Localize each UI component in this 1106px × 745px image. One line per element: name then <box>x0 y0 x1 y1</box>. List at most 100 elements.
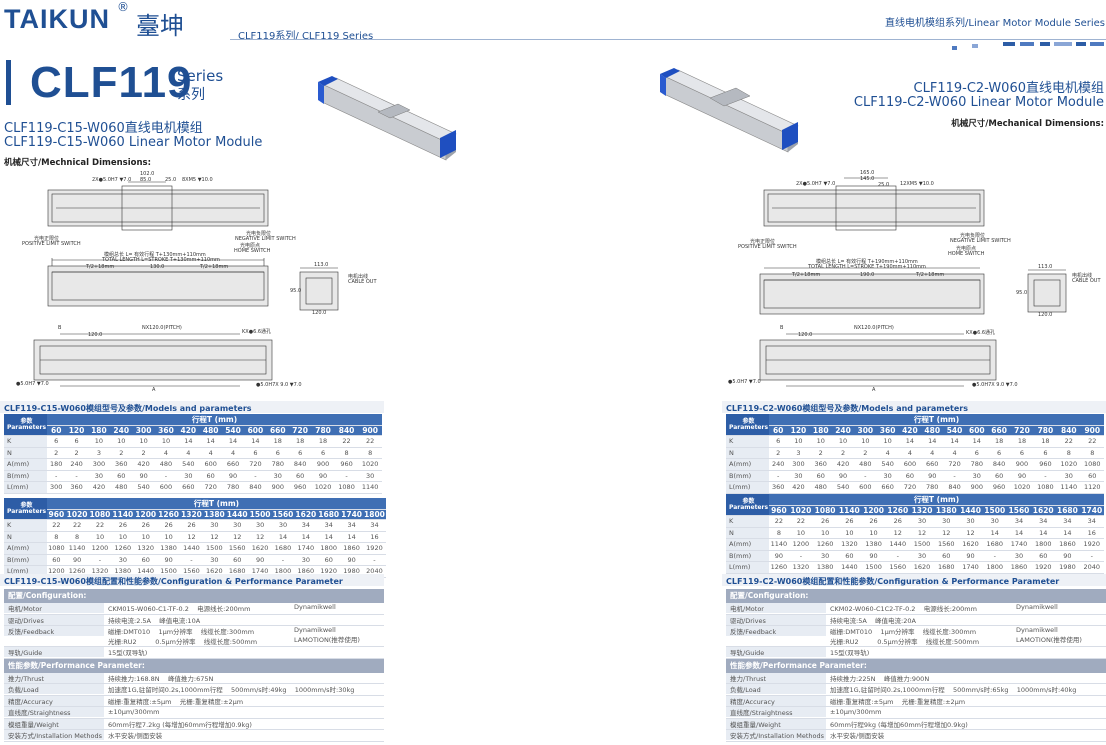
right-side-w: 113.0 <box>1038 264 1053 270</box>
stroke-cell: 120 <box>65 425 88 436</box>
stroke-cell: 1380 <box>202 509 226 520</box>
stroke-cell: 180 <box>809 425 832 436</box>
table-cell: 90 <box>248 554 272 566</box>
stroke-cell: 1620 <box>294 509 318 520</box>
table-cell: 30 <box>225 519 249 532</box>
table-cell: 30 <box>909 550 935 562</box>
table-cell: 300 <box>47 481 66 494</box>
table-cell: 1920 <box>1031 561 1056 574</box>
table-cell: - <box>854 470 877 482</box>
table-cell: 360 <box>110 458 133 471</box>
config-value-part: 持续电流:5A 峰值电流:20A <box>830 616 916 625</box>
stroke-cell: 840 <box>334 425 359 436</box>
performance-value: ±10μm/300mm <box>104 708 384 716</box>
right-side-h: 95.0 <box>1016 290 1028 296</box>
table-cell: 90 <box>65 554 89 566</box>
table-cell: 8 <box>65 531 89 543</box>
stroke-cell: 1080 <box>88 509 112 520</box>
left-neg-cn: 光电负限位 <box>246 231 272 237</box>
stroke-cell: 600 <box>244 425 267 436</box>
table-cell: 26 <box>157 519 181 532</box>
performance-key: 精度/Accuracy <box>726 695 826 706</box>
right-b: B <box>780 325 784 331</box>
stroke-cell: 1680 <box>1055 505 1080 516</box>
stroke-cell: 1200 <box>134 509 158 520</box>
table-cell: 180 <box>47 458 66 471</box>
table-cell: 26 <box>180 519 203 532</box>
table-cell: 780 <box>921 481 944 494</box>
table-cell: 1440 <box>837 561 862 574</box>
table-cell: 2 <box>769 447 788 459</box>
config-key: 反馈/Feedback <box>726 626 826 636</box>
left-title-en: CLF119-C15-W060 Linear Motor Module <box>4 135 263 150</box>
table-cell: 10 <box>876 435 899 448</box>
table-cell: 1500 <box>909 538 935 551</box>
right-pos-cn: 光电正限位 <box>750 239 776 245</box>
row-label: B(mm) <box>4 470 48 482</box>
right-bot-left: ●5.0H7 ▼7.0 <box>728 379 761 385</box>
right-len-en: TOTAL LENGTH L=STROKE T+190mm+110mm <box>808 264 926 270</box>
table-cell: 10 <box>134 531 158 543</box>
table-cell: 30 <box>87 470 111 482</box>
table-cell: 14 <box>294 531 318 543</box>
table-cell: 960 <box>288 481 312 494</box>
row-label: N <box>4 531 48 543</box>
left-cable-cn: 电机出线 <box>348 274 369 280</box>
performance-value: ±10μm/300mm <box>826 708 1106 716</box>
series-label-left: CLF119系列/ CLF119 Series <box>238 31 374 42</box>
right-cfg-bg <box>722 574 1106 586</box>
performance-value: 60mm行程7.2kg (每增加60mm行程增加0.9kg) <box>104 719 384 729</box>
table-cell: 2 <box>47 447 66 459</box>
table-cell: 1920 <box>1079 538 1104 551</box>
table-cell: 1740 <box>958 561 983 574</box>
left-b: B <box>58 325 62 331</box>
table-cell: 480 <box>809 481 832 494</box>
right-models-bg <box>722 401 1106 413</box>
performance-value: 加速度1G,驻留时间0.2s,1000mm行程 500mm/s时:49kg 10… <box>104 684 384 694</box>
table-cell: 16 <box>1079 527 1104 539</box>
table-cell: 30 <box>965 470 988 482</box>
table-cell: 22 <box>334 435 359 448</box>
stroke-label: 行程T (mm) <box>47 414 382 426</box>
config-value-part: Dynamikwell LAMOTION(推荐使用) <box>1016 626 1082 644</box>
table-cell: 30 <box>248 519 272 532</box>
stroke-cell: 1800 <box>363 509 386 520</box>
performance-value: 持续推力:225N 峰值推力:900N <box>826 673 1106 683</box>
table-cell: 8 <box>1080 447 1104 459</box>
performance-value-part: 水平安装/侧面安装 <box>108 732 163 741</box>
config-key: 电机/Motor <box>726 603 826 613</box>
table-cell: 90 <box>861 550 886 562</box>
stroke-cell: 1740 <box>1079 505 1104 516</box>
table-cell: 660 <box>876 481 899 494</box>
table-cell: 2 <box>65 447 88 459</box>
table-cell: 1020 <box>358 458 382 471</box>
table-cell: 34 <box>363 519 386 532</box>
product-image-right <box>660 68 799 153</box>
table-cell: 90 <box>921 470 944 482</box>
table-cell: 420 <box>787 481 810 494</box>
table-cell: 4 <box>177 447 200 459</box>
table-cell: 22 <box>769 515 789 528</box>
table-cell: 10 <box>154 435 178 448</box>
table-cell: 90 <box>311 470 335 482</box>
table-cell: 22 <box>47 519 66 532</box>
table-cell: 60 <box>809 470 832 482</box>
stroke-cell: 1680 <box>317 509 341 520</box>
table-cell: 10 <box>837 527 862 539</box>
left-side-b: 120.0 <box>312 310 327 316</box>
table-cell: 26 <box>111 519 135 532</box>
performance-value-part: 持续推力:225N 峰值推力:900N <box>830 674 930 683</box>
row-label: K <box>4 435 48 448</box>
table-cell: 18 <box>1010 435 1034 448</box>
table-cell: 420 <box>132 458 155 471</box>
config-value-part: 持续电流:2.5A 峰值电流:10A <box>108 616 201 625</box>
table-cell: 60 <box>288 470 312 482</box>
